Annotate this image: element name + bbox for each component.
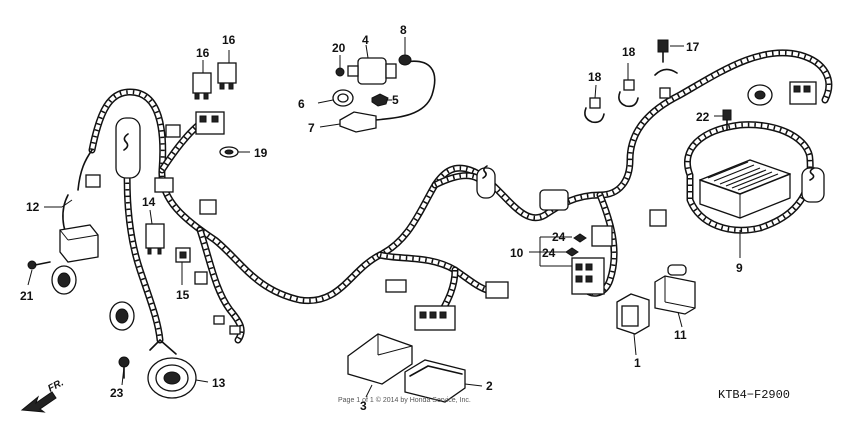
cover-1 (616, 293, 650, 335)
callout-24-upper: 24 (552, 230, 566, 244)
clip-18-right (618, 79, 639, 108)
front-label: FR. (46, 377, 65, 394)
front-direction-arrow: FR. (20, 377, 66, 413)
diagram-code: KTB4−F2900 (718, 388, 790, 402)
harness-grommet-tube (115, 117, 141, 179)
connector-center-block (539, 189, 569, 211)
boot-center (476, 165, 496, 199)
bulb-socket-upper (51, 265, 77, 295)
callout-20: 20 (332, 41, 346, 55)
relay-socket-block (195, 111, 225, 135)
callout-7: 7 (308, 121, 315, 135)
spark-cap-8 (398, 54, 412, 66)
connector-upper-right-a (747, 84, 773, 106)
copyright-footer: Page 1 of 1 © 2014 by Honda Service, Inc… (338, 396, 471, 404)
callout-15: 15 (176, 288, 190, 302)
callout-3: 3 (360, 399, 367, 413)
connector-b (165, 124, 181, 138)
callout-19: 19 (254, 146, 268, 160)
callout-11: 11 (674, 328, 687, 342)
callout-5: 5 (392, 93, 399, 107)
bolt-21 (27, 260, 51, 270)
ignition-lead (374, 60, 436, 121)
callout-2: 2 (486, 379, 493, 393)
callout-1: 1 (634, 356, 641, 370)
callout-24-lower: 24 (542, 246, 556, 260)
connector-c (199, 199, 217, 215)
connector-mid-a (385, 279, 407, 293)
nut-5 (371, 93, 389, 107)
clip-18-left (584, 97, 605, 124)
clip-24-upper (573, 233, 587, 243)
regulator-sub-harness (684, 121, 814, 234)
horn-13 (147, 338, 197, 399)
callout-16-right: 16 (222, 33, 236, 47)
ignition-coil-4 (347, 57, 397, 85)
connector-upper-right-b (789, 81, 817, 105)
terminals-lower-left (194, 271, 241, 335)
regulator-rectifier (699, 159, 791, 219)
callout-6: 6 (298, 97, 305, 111)
callout-13: 13 (212, 376, 226, 390)
relay-16-left (192, 72, 212, 100)
callout-14: 14 (142, 195, 156, 209)
connector-a (154, 177, 174, 193)
clip-24-lower (565, 247, 579, 257)
seal-ring-6 (332, 89, 354, 107)
connector-right-small (649, 209, 667, 227)
connector-12 (85, 174, 101, 188)
callout-23: 23 (110, 386, 124, 400)
leader-lines (27, 37, 741, 398)
callout-18-left: 18 (588, 70, 602, 84)
bolt-20 (335, 67, 345, 77)
callout-12: 12 (26, 200, 40, 214)
coupler-block-mid (414, 305, 456, 331)
bolt-17 (654, 39, 678, 99)
box-11 (654, 264, 696, 315)
callout-21: 21 (20, 289, 34, 303)
plug-cap-7 (339, 111, 377, 133)
coupler-cover-3 (347, 333, 413, 385)
callout-22: 22 (696, 110, 710, 124)
relay-14 (145, 223, 165, 255)
callout-16-left: 16 (196, 46, 210, 60)
callout-8: 8 (400, 23, 407, 37)
coupler-box-2 (404, 359, 466, 403)
unit-12 (59, 224, 99, 263)
callout-labels: 1 2 3 4 5 6 7 8 9 10 11 12 13 14 15 16 1… (20, 23, 743, 413)
connector-15 (175, 247, 191, 263)
connector-mid-b (485, 281, 509, 299)
clamp-19 (219, 146, 239, 158)
boot-right (801, 167, 825, 203)
bulb-socket-lower (109, 301, 135, 331)
callout-9: 9 (736, 261, 743, 275)
callout-18-right: 18 (622, 45, 636, 59)
bolt-22 (722, 109, 732, 131)
callout-17: 17 (686, 40, 700, 54)
relay-16-right (217, 62, 237, 90)
callout-10: 10 (510, 246, 524, 260)
main-wire-harness (88, 49, 833, 344)
callout-4: 4 (362, 33, 369, 47)
connector-cluster-10 (571, 225, 613, 295)
